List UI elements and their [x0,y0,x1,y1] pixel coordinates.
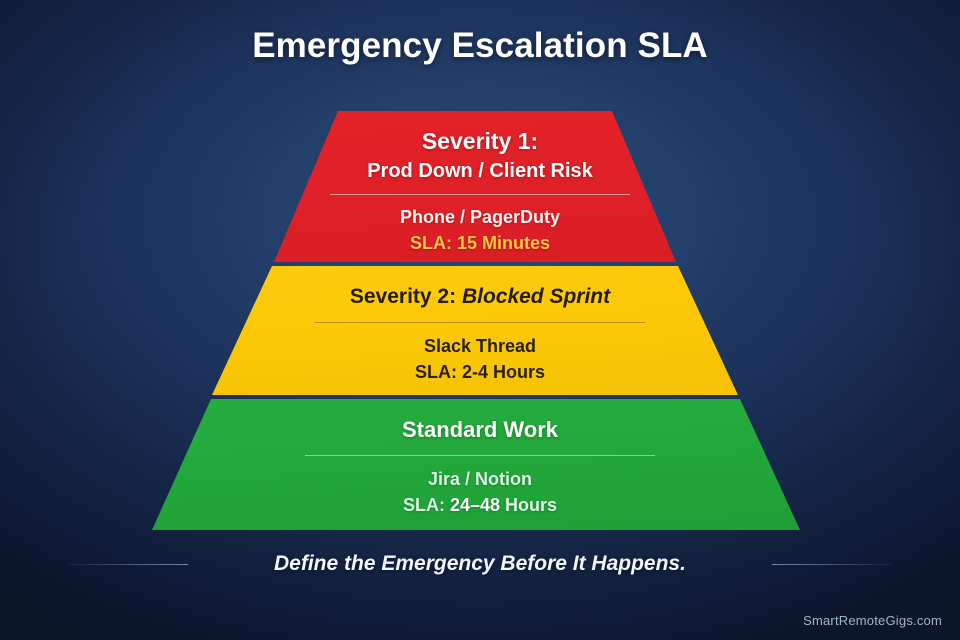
tier-heading-severity-2: Severity 2: Blocked Sprint [0,285,960,309]
tier-channel-standard-work: Jira / Notion [427,468,532,489]
tier-channel-severity-1: Phone / PagerDuty [399,206,561,227]
tier-divider-severity-1 [330,193,630,195]
pyramid-tier-severity-2[interactable]: Severity 2: Blocked Sprint Slack Thread … [0,266,960,395]
page-title: Emergency Escalation SLA [252,26,708,65]
tier-sla-severity-2: SLA: 2-4 Hours [414,361,546,382]
pyramid-tier-standard-work[interactable]: Standard Work Jira / Notion SLA: 24–48 H… [0,399,960,530]
footer: Define the Emergency Before It Happens. [0,552,960,576]
footer-tagline: Define the Emergency Before It Happens. [274,552,686,575]
tier-subheading-severity-1: Prod Down / Client Risk [367,159,593,182]
tier-content-severity-1: Severity 1: Prod Down / Client Risk Phon… [0,128,960,256]
tier-channel-severity-2: Slack Thread [423,335,537,356]
tier-shape-red [274,111,676,262]
tier-heading-prefix-severity-2: Severity 2: [349,285,462,308]
tier-sla-prefix-standard-work: SLA: [402,495,450,516]
tier-sla-value-standard-work: 24–48 [449,495,501,516]
tier-sla-severity-1: SLA: 15 Minutes [409,233,551,254]
tier-heading-emphasis-severity-2: Blocked Sprint [461,285,611,308]
tier-sla-standard-work: SLA: 24–48 Hours [0,494,960,517]
footer-rule-left [68,563,188,565]
tier-divider-severity-2 [315,321,645,323]
tier-shape-yellow [212,266,738,395]
tier-heading-severity-1: Severity 1: [421,128,539,154]
tier-divider-standard-work [305,454,655,456]
footer-rule-right [771,563,892,565]
tier-sla-suffix-standard-work: Hours [500,495,558,516]
watermark: SmartRemoteGigs.com [803,613,942,628]
tier-shape-green [152,399,800,530]
tier-content-standard-work: Standard Work Jira / Notion SLA: 24–48 H… [0,417,960,517]
tier-content-severity-2: Severity 2: Blocked Sprint Slack Thread … [0,285,960,384]
tier-heading-standard-work: Standard Work [401,417,559,442]
pyramid-tier-severity-1[interactable]: Severity 1: Prod Down / Client Risk Phon… [0,111,960,262]
